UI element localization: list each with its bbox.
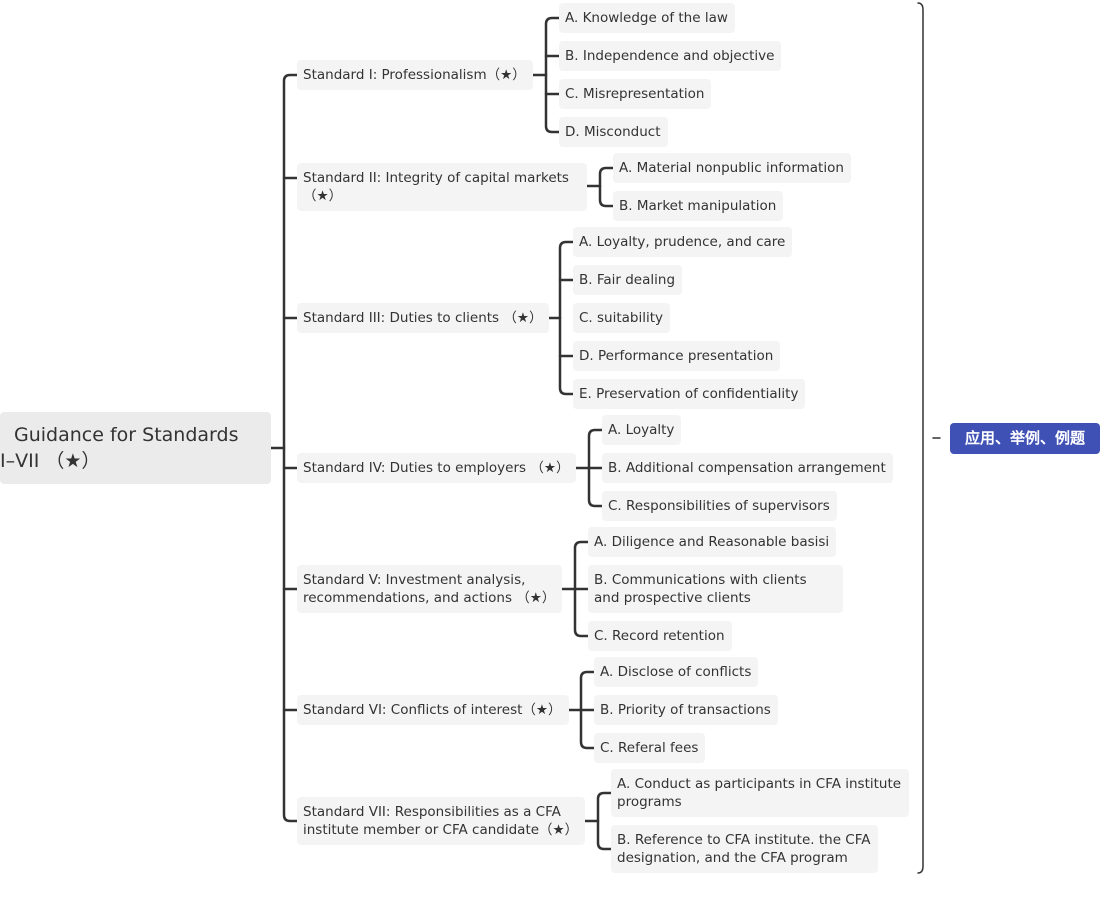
item-label: C. Misrepresentation — [565, 86, 705, 102]
standard-1-item-c[interactable]: C. Misrepresentation — [559, 79, 712, 109]
item-label: B. Market manipulation — [619, 198, 777, 214]
item-label: A. Material nonpublic information — [619, 160, 844, 176]
standard-3-node[interactable]: Standard III: Duties to clients （★） — [297, 303, 550, 333]
item-label: A. Loyalty, prudence, and care — [579, 234, 786, 250]
item-label: D. Performance presentation — [579, 348, 774, 364]
standard-2-label: Standard II: Integrity of capital market… — [303, 170, 569, 204]
standard-5-item-b[interactable]: B. Communications with clients and prosp… — [588, 565, 843, 613]
standard-1-item-d[interactable]: D. Misconduct — [559, 117, 668, 147]
standard-1-item-b[interactable]: B. Independence and objective — [559, 41, 782, 71]
item-label: A. Loyalty — [608, 422, 675, 438]
standard-6-label: Standard VI: Conflicts of interest（★） — [303, 702, 562, 718]
standard-1-node[interactable]: Standard I: Professionalism（★） — [297, 60, 533, 90]
standard-2-node[interactable]: Standard II: Integrity of capital market… — [297, 163, 587, 211]
item-label: D. Misconduct — [565, 124, 661, 140]
standard-4-item-b[interactable]: B. Additional compensation arrangement — [602, 453, 893, 483]
standard-4-node[interactable]: Standard IV: Duties to employers （★） — [297, 453, 577, 483]
item-label: C. Referal fees — [600, 740, 699, 756]
item-label: A. Knowledge of the law — [565, 10, 728, 26]
standard-6-node[interactable]: Standard VI: Conflicts of interest（★） — [297, 695, 569, 725]
item-label: C. suitability — [579, 310, 664, 326]
standard-7-item-b[interactable]: B. Reference to CFA institute. the CFA d… — [611, 825, 878, 873]
item-label: B. Additional compensation arrangement — [608, 460, 886, 476]
standard-3-item-d[interactable]: D. Performance presentation — [573, 341, 781, 371]
standard-7-item-a[interactable]: A. Conduct as participants in CFA instit… — [611, 769, 909, 817]
item-label: C. Responsibilities of supervisors — [608, 498, 830, 514]
standard-3-label: Standard III: Duties to clients （★） — [303, 310, 543, 326]
root-topic[interactable]: Guidance for Standards I–VII （★） — [0, 412, 271, 484]
standard-5-node[interactable]: Standard V: Investment analysis, recomme… — [297, 565, 562, 613]
standard-7-label: Standard VII: Responsibilities as a CFA … — [303, 804, 579, 838]
standard-1-item-a[interactable]: A. Knowledge of the law — [559, 3, 735, 33]
item-label: B. Fair dealing — [579, 272, 676, 288]
item-label: B. Independence and objective — [565, 48, 775, 64]
standard-5-label: Standard V: Investment analysis, recomme… — [303, 572, 556, 606]
item-label: B. Priority of transactions — [600, 702, 771, 718]
standard-3-item-a[interactable]: A. Loyalty, prudence, and care — [573, 227, 793, 257]
standard-5-item-c[interactable]: C. Record retention — [588, 621, 732, 651]
standard-4-item-c[interactable]: C. Responsibilities of supervisors — [602, 491, 837, 521]
standard-7-node[interactable]: Standard VII: Responsibilities as a CFA … — [297, 797, 585, 845]
root-title-line2: I–VII （★） — [0, 450, 101, 472]
item-label: B. Communications with clients and prosp… — [594, 572, 807, 606]
standard-6-item-c[interactable]: C. Referal fees — [594, 733, 706, 763]
standard-2-item-a[interactable]: A. Material nonpublic information — [613, 153, 851, 183]
item-label: C. Record retention — [594, 628, 725, 644]
item-label: A. Conduct as participants in CFA instit… — [617, 776, 902, 810]
summary-tag[interactable]: 应用、举例、例题 — [950, 423, 1100, 454]
item-label: E. Preservation of confidentiality — [579, 386, 799, 402]
standard-4-label: Standard IV: Duties to employers （★） — [303, 460, 570, 476]
standard-2-item-b[interactable]: B. Market manipulation — [613, 191, 784, 221]
standard-6-item-a[interactable]: A. Disclose of conflicts — [594, 657, 759, 687]
standard-6-item-b[interactable]: B. Priority of transactions — [594, 695, 778, 725]
standard-3-item-c[interactable]: C. suitability — [573, 303, 671, 333]
item-label: A. Disclose of conflicts — [600, 664, 752, 680]
standard-3-item-b[interactable]: B. Fair dealing — [573, 265, 683, 295]
standard-3-item-e[interactable]: E. Preservation of confidentiality — [573, 379, 806, 409]
item-label: A. Diligence and Reasonable basisi — [594, 534, 830, 550]
standard-4-item-a[interactable]: A. Loyalty — [602, 415, 682, 445]
standard-1-label: Standard I: Professionalism（★） — [303, 67, 526, 83]
item-label: B. Reference to CFA institute. the CFA d… — [617, 832, 871, 866]
root-title-line1: Guidance for Standards — [14, 424, 239, 446]
standard-5-item-a[interactable]: A. Diligence and Reasonable basisi — [588, 527, 837, 557]
